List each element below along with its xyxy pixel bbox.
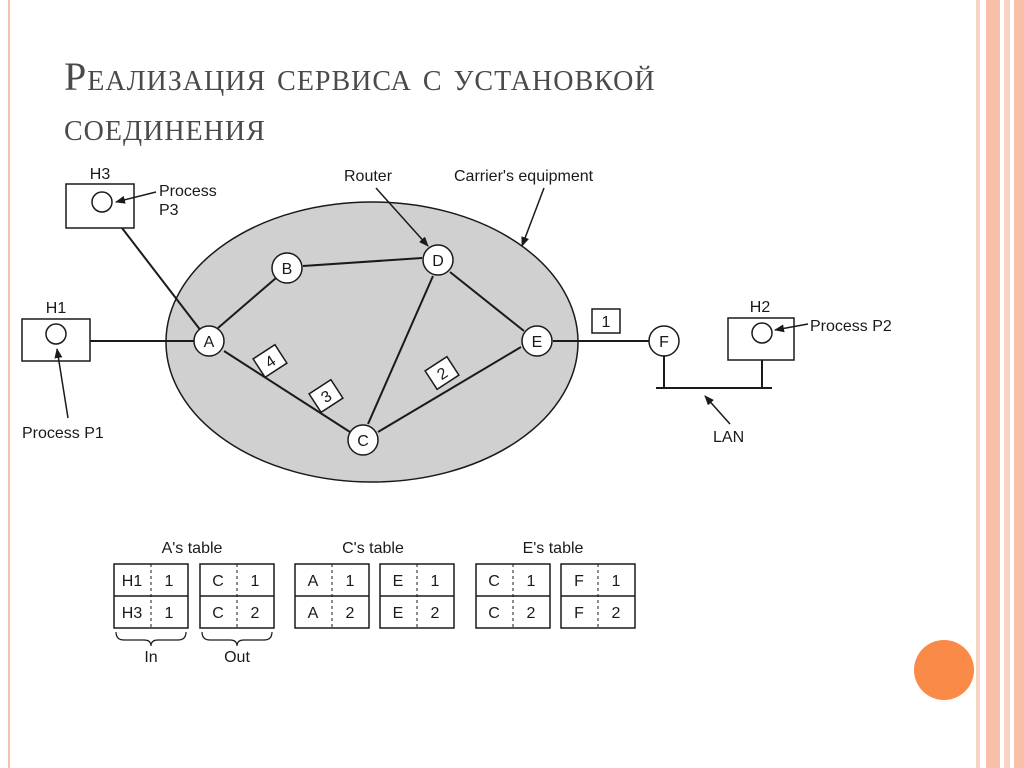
table-cell: 2 (527, 605, 536, 622)
arrow-process-p3 (115, 191, 157, 204)
node-c: C (347, 424, 379, 456)
node-e: E (521, 325, 553, 357)
slide-frame-right-stripe (986, 0, 1000, 768)
node-d-label: D (432, 253, 444, 270)
table-cell: 2 (251, 605, 260, 622)
table-cell: A (308, 605, 319, 622)
node-b: B (271, 252, 303, 284)
link-h3-a (121, 227, 209, 341)
carrier-equipment-label: Carrier's equipment (454, 168, 594, 185)
host-h3: H3 (65, 166, 135, 229)
table-cell: C (212, 605, 224, 622)
arrow-process-p1 (54, 348, 69, 419)
node-c-label: C (357, 433, 369, 450)
table-cell: H1 (122, 573, 143, 590)
lan-label: LAN (713, 429, 744, 446)
arrow-lan (704, 395, 731, 425)
host-h1-label: H1 (46, 300, 67, 317)
arrow-carrier (521, 187, 545, 247)
table-cell: 2 (612, 605, 621, 622)
link-d-c (367, 275, 434, 425)
host-h3-label: H3 (90, 166, 111, 183)
accent-circle-decoration (914, 640, 974, 700)
table-cell: F (574, 605, 584, 622)
node-b-label: B (282, 261, 293, 278)
process-p3-label-line1: Process (159, 183, 217, 200)
table-cell: 2 (431, 605, 440, 622)
process-p2-label: Process P2 (810, 318, 892, 335)
out-brace (201, 631, 273, 647)
slide-frame-right-stripe (1014, 0, 1024, 768)
link-d-e (449, 271, 525, 332)
link-a-c (223, 350, 351, 433)
table-cell: 1 (165, 573, 174, 590)
node-a-label: A (204, 334, 215, 351)
table-cell: C (212, 573, 224, 590)
host-h1: H1 (21, 300, 91, 362)
node-f-label: F (659, 334, 669, 351)
table-cell: H3 (122, 605, 143, 622)
table-cell: 2 (346, 605, 355, 622)
c-table-title: C's table (342, 540, 404, 557)
link-b-d (302, 257, 423, 267)
node-e-label: E (532, 334, 543, 351)
process-p3-circle (91, 191, 113, 213)
table-cell: C (488, 605, 500, 622)
router-label: Router (344, 168, 393, 185)
host-h2-label: H2 (750, 299, 771, 316)
table-cell: E (393, 605, 404, 622)
node-a: A (193, 325, 225, 357)
process-p1-label: Process P1 (22, 425, 104, 442)
packet-3: 3 (308, 378, 344, 414)
slide-title: Реализация сервиса с установкой соединен… (64, 52, 944, 152)
slide-frame-right-stripe (976, 0, 980, 768)
in-brace (115, 631, 187, 647)
table-cell: 1 (612, 573, 621, 590)
slide-title-line-2: соединения (64, 104, 266, 149)
table-cell: 1 (431, 573, 440, 590)
table-cell: 1 (527, 573, 536, 590)
table-cell: 1 (165, 605, 174, 622)
table-cell: 1 (346, 573, 355, 590)
link-c-e (377, 346, 522, 433)
node-d: D (422, 244, 454, 276)
table-cell: E (393, 573, 404, 590)
table-cell: A (308, 573, 319, 590)
slide-frame-left-stripe (8, 0, 10, 768)
packet-2: 2 (424, 355, 460, 391)
host-h2: H2 (727, 299, 795, 361)
routing-tables: A's table C's table E's table (113, 540, 636, 666)
table-cell: C (488, 573, 500, 590)
table-cell: F (574, 573, 584, 590)
e-table-title: E's table (523, 540, 584, 557)
slide-title-line-1: Реализация сервиса с установкой (64, 54, 656, 99)
a-table-title: A's table (162, 540, 223, 557)
process-p2-circle (751, 322, 773, 344)
table-cell: 1 (251, 573, 260, 590)
packet-4: 4 (252, 343, 288, 379)
link-a-b (217, 277, 277, 329)
process-p1-circle (45, 323, 67, 345)
packet-1: 1 (591, 308, 621, 334)
process-p3-label-line2: P3 (159, 202, 179, 219)
packet-1-label: 1 (602, 314, 611, 331)
arrow-router (375, 187, 429, 247)
node-f: F (648, 325, 680, 357)
slide-frame-right-stripe (1004, 0, 1010, 768)
out-label: Out (224, 649, 250, 666)
in-label: In (144, 649, 157, 666)
arrow-process-p2 (774, 323, 809, 333)
